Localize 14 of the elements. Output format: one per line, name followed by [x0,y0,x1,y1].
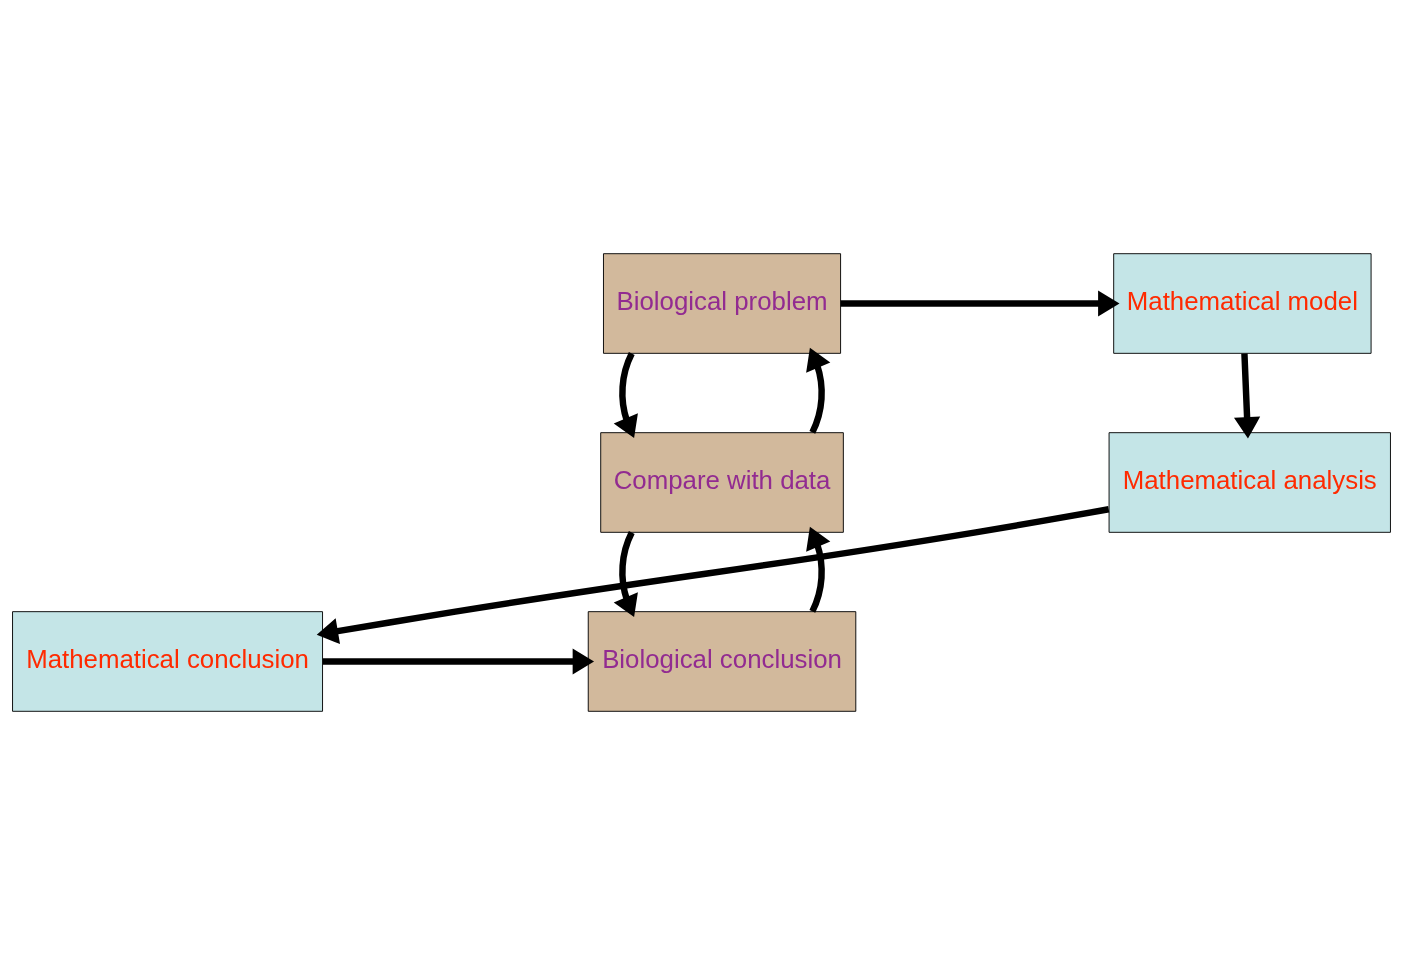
node-box: Mathematical analysis [1108,431,1391,533]
arrow [806,526,831,613]
node-box: Compare with data [600,431,844,533]
arrow [316,505,1110,644]
node-box: Biological problem [603,252,842,354]
arrow [806,347,831,434]
arrow [1234,352,1261,439]
node-box: Mathematical conclusion [12,610,323,712]
arrow [613,530,638,617]
arrow [613,351,638,438]
arrow [322,647,595,675]
node-box: Mathematical model [1113,252,1372,354]
arrow [840,289,1120,317]
node-box: Biological conclusion [587,610,857,712]
